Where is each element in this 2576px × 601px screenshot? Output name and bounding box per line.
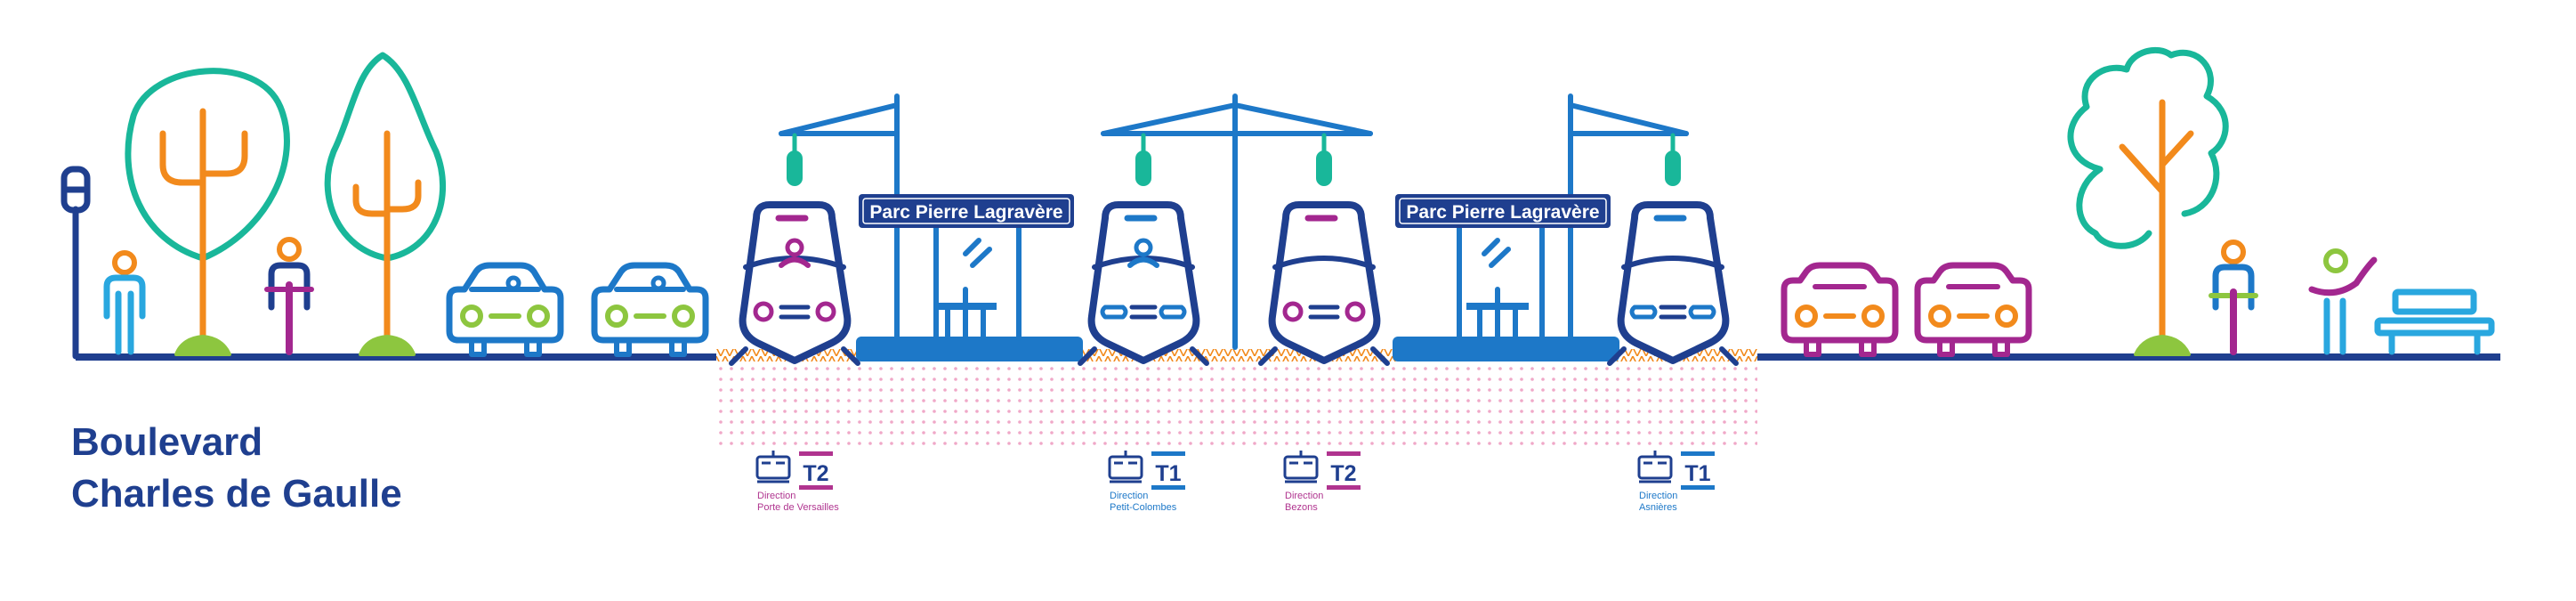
tram-icon [1607,201,1739,366]
catenary-pole-icon [1101,93,1373,350]
direction-destination: Bezons [1285,502,1318,513]
direction-label: T1 Direction Asnières [1637,451,1715,513]
pantograph-icon [787,133,1681,186]
line-number: T2 [803,461,828,486]
direction-word: Direction [1285,491,1323,501]
line-bar [1681,485,1715,490]
tram-pictogram-icon [1108,451,1143,483]
direction-destination: Asnières [1639,502,1677,513]
tram-icon [729,201,860,366]
station-sign: Parc Pierre Lagravère [1395,194,1611,228]
tram-pictogram-icon [1283,451,1319,483]
line-number: T1 [1684,461,1710,486]
line-bar [799,451,833,456]
street-title: Boulevard Charles de Gaulle [71,417,402,520]
tree-icon [324,52,446,356]
line-bar [1681,451,1715,456]
direction-word: Direction [757,491,795,501]
ground-line [76,353,2500,361]
line-bar [799,485,833,490]
tree-icon [2067,46,2229,356]
line-number: T1 [1155,461,1181,486]
tree-icon [125,68,290,356]
car-icon [591,262,709,357]
car-icon [1914,262,2032,357]
direction-word: Direction [1110,491,1148,501]
car-icon [1781,262,1899,357]
bench-icon [2374,288,2495,355]
station-name: Parc Pierre Lagravère [869,202,1062,223]
station-name: Parc Pierre Lagravère [1406,202,1599,223]
station-shelter-left [933,224,1022,341]
platform-right [1393,337,1619,361]
cyclist-icon [2209,240,2258,355]
line-bar [1327,485,1361,490]
tram-icon [1078,201,1209,366]
person-icon [2308,248,2378,355]
direction-word: Direction [1639,491,1677,501]
direction-label: T2 Direction Porte de Versailles [755,451,839,513]
cyclist-icon [264,237,314,355]
car-icon [446,262,564,357]
line-number: T2 [1330,461,1356,486]
pedestrian-icon [103,250,146,355]
line-bar [1151,451,1185,456]
direction-label: T1 Direction Petit-Colombes [1108,451,1185,513]
street-lamp-icon [61,166,91,360]
line-bar [1151,485,1185,490]
tram-pictogram-icon [755,451,791,483]
track-bed-zone [716,363,1757,451]
direction-destination: Porte de Versailles [757,502,839,513]
station-shelter-right [1457,224,1545,341]
street-title-line-2: Charles de Gaulle [71,472,402,516]
street-title-line-1: Boulevard [71,420,263,464]
tram-pictogram-icon [1637,451,1673,483]
platform-left [856,337,1083,361]
tram-icon [1258,201,1390,366]
station-sign: Parc Pierre Lagravère [859,194,1074,228]
direction-label: T2 Direction Bezons [1283,451,1361,513]
line-bar [1327,451,1361,456]
direction-destination: Petit-Colombes [1110,502,1177,513]
